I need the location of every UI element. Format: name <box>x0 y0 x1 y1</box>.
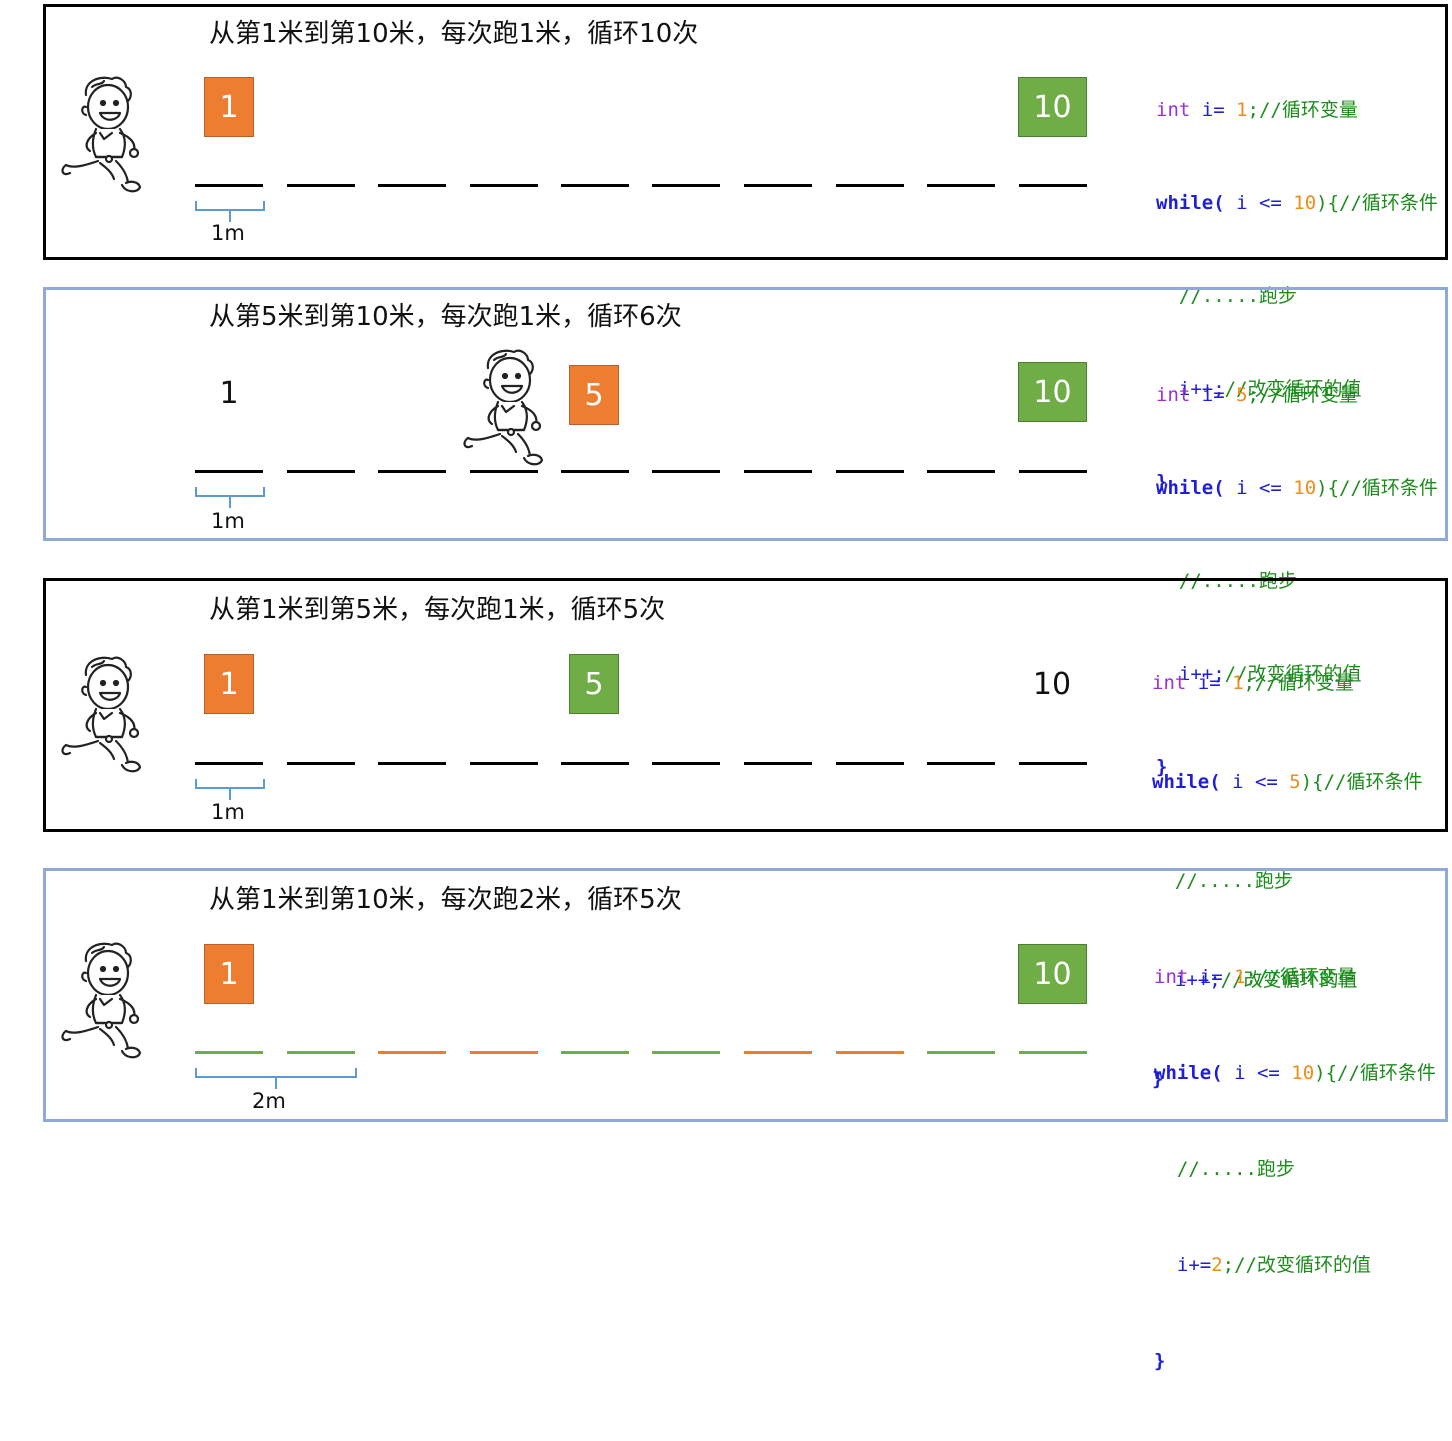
track-segment <box>927 184 995 187</box>
start-marker: 1 <box>204 77 254 137</box>
track-segment <box>378 762 446 765</box>
panel-title: 从第1米到第10米，每次跑1米，循环10次 <box>209 19 699 49</box>
track-segment <box>287 470 355 473</box>
code-line-increment: i++;//改变循环的值 <box>1178 378 1362 400</box>
track-segment <box>744 762 812 765</box>
distance-label: 2m <box>252 1089 286 1113</box>
track-segment <box>470 1051 538 1054</box>
track-segment <box>652 1051 720 1054</box>
track-segment <box>1019 762 1087 765</box>
track-segment <box>836 470 904 473</box>
track-segment <box>927 470 995 473</box>
track-segment <box>470 762 538 765</box>
track-segment <box>378 1051 446 1054</box>
track-segment <box>470 470 538 473</box>
panel-title: 从第1米到第10米，每次跑2米，循环5次 <box>209 885 682 915</box>
start-marker: 1 <box>204 654 254 714</box>
code-line-body: //.....跑步 <box>1178 570 1297 592</box>
code-line-increment: i+=2;//改变循环的值 <box>1176 1254 1371 1276</box>
panel-loop-step-2: 从第1米到第10米，每次跑2米，循环5次 1 10 2m int i= 1;//… <box>43 868 1448 1372</box>
track-segment <box>287 1051 355 1054</box>
code-line-body: //.....跑步 <box>1174 870 1293 892</box>
code-line-init: int i= 1;//循环变量 <box>1154 966 1356 988</box>
track-segment <box>195 470 263 473</box>
track-segment <box>378 470 446 473</box>
track-segment <box>744 470 812 473</box>
track-segment <box>927 762 995 765</box>
track-segment <box>561 470 629 473</box>
track-segment <box>652 184 720 187</box>
panel-loop-5-to-10: 从第5米到第10米，每次跑1米，循环6次 1 5 10 1m int i= 5;… <box>43 287 1448 778</box>
code-snippet: int i= 1;//循环变量 while( i <= 5){//循环条件 //… <box>1152 601 1423 1162</box>
track-segment <box>652 762 720 765</box>
distance-brace-stem <box>275 1077 277 1089</box>
track-segment <box>744 1051 812 1054</box>
track-segment <box>195 184 263 187</box>
code-snippet: int i= 1;//循环变量 while( i <= 10){//循环条件 /… <box>1156 33 1438 560</box>
code-line-body: //.....跑步 <box>1176 1158 1295 1180</box>
code-line-increment: i++;//改变循环的值 <box>1178 663 1362 685</box>
code-line-close: } <box>1154 1350 1166 1372</box>
end-marker: 10 <box>1018 944 1087 1004</box>
running-boy-icon <box>61 942 142 1059</box>
start-label: 1 <box>219 376 239 411</box>
code-line-close: } <box>1156 756 1168 778</box>
track-segment <box>744 184 812 187</box>
code-snippet: int i= 5;//循环变量 while( i <= 10){//循环条件 /… <box>1156 318 1438 845</box>
track-segment <box>836 184 904 187</box>
code-line-body: //.....跑步 <box>1178 285 1297 307</box>
track-segment <box>1019 470 1087 473</box>
code-snippet: int i= 1;//循环变量 while( i <= 10){//循环条件 /… <box>1154 897 1436 1441</box>
mid-marker: 5 <box>569 654 619 714</box>
track-segment <box>561 184 629 187</box>
end-marker: 10 <box>1018 362 1087 422</box>
mid-marker: 5 <box>569 365 619 425</box>
distance-brace-stem <box>229 210 231 222</box>
distance-label: 1m <box>211 800 245 824</box>
track-segment <box>927 1051 995 1054</box>
end-label: 10 <box>1032 667 1072 702</box>
code-line-init: int i= 5;//循环变量 <box>1156 384 1358 406</box>
panel-title: 从第1米到第5米，每次跑1米，循环5次 <box>209 595 666 625</box>
code-line-init: int i= 1;//循环变量 <box>1152 672 1354 694</box>
track-segment <box>652 470 720 473</box>
running-boy-icon <box>61 656 142 773</box>
end-marker: 10 <box>1018 77 1087 137</box>
track-segment <box>561 1051 629 1054</box>
track-segment <box>195 762 263 765</box>
distance-brace-stem <box>229 788 231 800</box>
track-segment <box>195 1051 263 1054</box>
code-line-while: while( i <= 10){//循环条件 <box>1156 192 1438 214</box>
running-boy-icon <box>61 76 142 193</box>
track-segment <box>378 184 446 187</box>
track-segment <box>836 762 904 765</box>
track-segment <box>1019 184 1087 187</box>
track-segment <box>470 184 538 187</box>
panel-loop-1-to-5: 从第1米到第5米，每次跑1米，循环5次 1 5 10 1m int i= 1;/… <box>43 578 1448 1090</box>
track-segment <box>287 762 355 765</box>
code-line-increment: i++;//改变循环的值 <box>1174 969 1358 991</box>
code-line-while: while( i <= 10){//循环条件 <box>1156 477 1438 499</box>
track-segment <box>1019 1051 1087 1054</box>
distance-brace-stem <box>229 496 231 508</box>
code-line-close: } <box>1156 471 1168 493</box>
panel-title: 从第5米到第10米，每次跑1米，循环6次 <box>209 302 682 332</box>
distance-label: 1m <box>211 509 245 533</box>
start-marker: 1 <box>204 944 254 1004</box>
code-line-close: } <box>1152 1068 1164 1090</box>
track-segment <box>561 762 629 765</box>
code-line-while: while( i <= 5){//循环条件 <box>1152 771 1423 793</box>
code-line-init: int i= 1;//循环变量 <box>1156 99 1358 121</box>
distance-label: 1m <box>211 221 245 245</box>
running-boy-icon <box>463 349 544 466</box>
track-segment <box>836 1051 904 1054</box>
track-segment <box>287 184 355 187</box>
code-line-while: while( i <= 10){//循环条件 <box>1154 1062 1436 1084</box>
panel-loop-1-to-10: 从第1米到第10米，每次跑1米，循环10次 1 10 1m int i= 1;/… <box>43 4 1448 493</box>
